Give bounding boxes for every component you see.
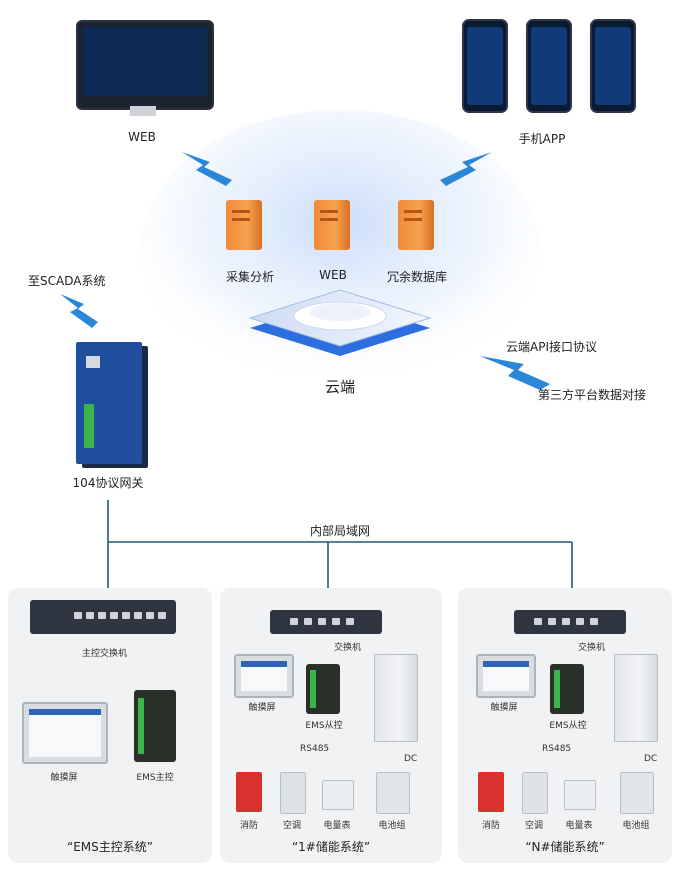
storage1-dc-label: DC — [404, 754, 418, 764]
storage1-switch-icon — [270, 610, 382, 634]
storagen-device-battery: 电池组 — [622, 821, 650, 831]
storagen-dc-label: DC — [644, 754, 658, 764]
master-switch-label: 主控交换机 — [82, 649, 128, 659]
master-touchscreen-icon — [22, 702, 108, 764]
panel-ems-master-title: “EMS主控系统” — [67, 840, 153, 854]
lan-label: 内部局域网 — [309, 524, 371, 538]
scada-label: 至SCADA系统 — [28, 274, 106, 288]
phone-icon-3 — [590, 19, 636, 113]
storage1-touchscreen-label: 触摸屏 — [248, 703, 276, 713]
cloud-platform — [248, 289, 432, 356]
server-icon-web — [314, 200, 350, 250]
storagen-device-fire: 消防 — [481, 821, 501, 831]
cloud-api-label: 云端API接口协议 — [506, 340, 597, 354]
storagen-ems-slave-icon — [550, 664, 584, 714]
master-touchscreen-label: 触摸屏 — [50, 773, 78, 783]
storage1-device-fire: 消防 — [239, 821, 259, 831]
storagen-device-ac: 空调 — [524, 821, 544, 831]
storage1-fire-icon — [236, 772, 262, 812]
lightning-icon-scada — [60, 294, 98, 328]
lightning-icon-web — [182, 152, 232, 186]
server-icon-collect — [226, 200, 262, 250]
storagen-ac-icon — [522, 772, 548, 814]
panel-storage-1-title: “1#储能系统” — [291, 840, 371, 854]
storagen-touchscreen-label: 触摸屏 — [490, 703, 518, 713]
storage1-device-meter: 电量表 — [323, 821, 351, 831]
server-web-label: WEB — [319, 268, 347, 282]
lightning-icon-api — [480, 356, 550, 390]
web-client-label: WEB — [128, 130, 156, 144]
storage1-ac-icon — [280, 772, 306, 814]
server-icon-redundant-db — [398, 200, 434, 250]
storage1-meter-icon — [322, 780, 354, 810]
server-collect-label: 采集分析 — [225, 270, 275, 284]
phone-icon-2 — [526, 19, 572, 113]
server-redundant-db-label: 冗余数据库 — [386, 270, 448, 284]
panel-storage-n-title: “N#储能系统” — [525, 840, 605, 854]
monitor-stand-icon — [130, 106, 156, 116]
storagen-touchscreen-icon — [476, 654, 536, 698]
lightning-icon-app — [440, 152, 492, 186]
storagen-fire-icon — [478, 772, 504, 812]
storage1-battery-icon — [376, 772, 410, 814]
storagen-device-meter: 电量表 — [565, 821, 593, 831]
ems-master-controller-icon — [134, 690, 176, 762]
storage1-switch-label: 交换机 — [334, 643, 362, 653]
gateway-icon — [76, 342, 142, 464]
phone-icon-1 — [462, 19, 508, 113]
master-switch-icon — [30, 600, 176, 634]
gateway-label: 104协议网关 — [72, 476, 144, 490]
storagen-battery-icon — [620, 772, 654, 814]
mobile-app-label: 手机APP — [518, 132, 566, 146]
storage1-cabinet-icon — [374, 654, 418, 742]
storage1-ems-slave-icon — [306, 664, 340, 714]
cloud-label: 云端 — [324, 378, 356, 396]
storage1-touchscreen-icon — [234, 654, 294, 698]
third-party-label: 第三方平台数据对接 — [538, 388, 647, 402]
storagen-switch-icon — [514, 610, 626, 634]
storagen-rs485-label: RS485 — [542, 744, 572, 754]
storagen-meter-icon — [564, 780, 596, 810]
storagen-switch-label: 交换机 — [578, 643, 606, 653]
storage1-device-ac: 空调 — [282, 821, 302, 831]
ems-master-label: EMS主控 — [136, 773, 174, 783]
web-monitor-icon — [76, 20, 214, 110]
storagen-ems-label: EMS从控 — [549, 721, 587, 731]
storage1-rs485-label: RS485 — [300, 744, 330, 754]
storagen-cabinet-icon — [614, 654, 658, 742]
storage1-device-battery: 电池组 — [378, 821, 406, 831]
storage1-ems-label: EMS从控 — [305, 721, 343, 731]
